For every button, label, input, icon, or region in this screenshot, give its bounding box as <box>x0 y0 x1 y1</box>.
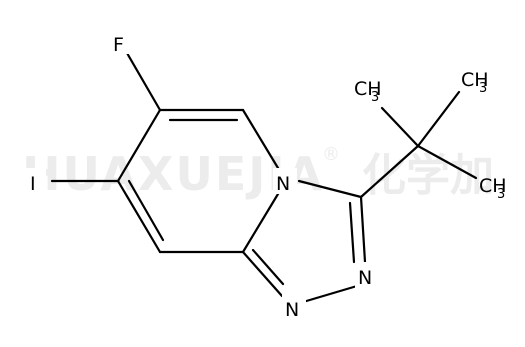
methyl-right-subscript: 3 <box>497 187 505 202</box>
watermark-chinese: 化学加 <box>362 150 494 201</box>
bond-c8-c7 <box>116 179 162 254</box>
methyl-top-left-base: CH <box>354 78 382 100</box>
bond-c3-n2 <box>359 195 367 264</box>
bond-n4-c3 <box>297 179 363 199</box>
atom-iodine: I <box>30 173 36 195</box>
bond-n4-c8a <box>241 192 280 254</box>
methyl-right: CH 3 <box>479 175 507 202</box>
watermark: HUAXUEJIA ® 化学加 <box>22 144 494 201</box>
bond-c3-n2-double <box>348 201 356 264</box>
bond-n2-n1 <box>301 284 359 304</box>
bonds <box>50 51 478 304</box>
methyl-top-right-base: CH <box>461 69 489 91</box>
atom-fluorine: F <box>113 34 124 56</box>
bond-c5-n4 <box>241 108 280 170</box>
bond-n1-c8a-double <box>251 248 285 286</box>
atom-labels: F I N N N CH 3 CH 3 CH 3 <box>26 28 507 321</box>
methyl-top-right: CH 3 <box>461 69 489 96</box>
bond-c3-cq <box>359 144 420 199</box>
bond-cq-me2 <box>416 90 461 148</box>
atom-nitrogen-bridgehead: N <box>276 173 290 195</box>
methyl-right-base: CH <box>479 175 507 197</box>
bond-cq-me1 <box>380 106 420 148</box>
atom-nitrogen-1: N <box>285 299 299 321</box>
bond-n1-c8a <box>241 250 284 298</box>
atom-nitrogen-2: N <box>358 267 372 289</box>
bond-c7-c6 <box>116 108 162 183</box>
watermark-registered-mark: ® <box>322 144 340 165</box>
bond-cq-me3 <box>416 144 478 180</box>
methyl-top-right-subscript: 3 <box>479 81 487 96</box>
methyl-top-left: CH 3 <box>354 78 382 105</box>
methyl-top-left-subscript: 3 <box>371 90 379 105</box>
watermark-brand: HUAXUEJIA <box>22 147 324 201</box>
bond-c6-f <box>125 51 162 112</box>
bond-c8-c7-double <box>127 179 165 242</box>
